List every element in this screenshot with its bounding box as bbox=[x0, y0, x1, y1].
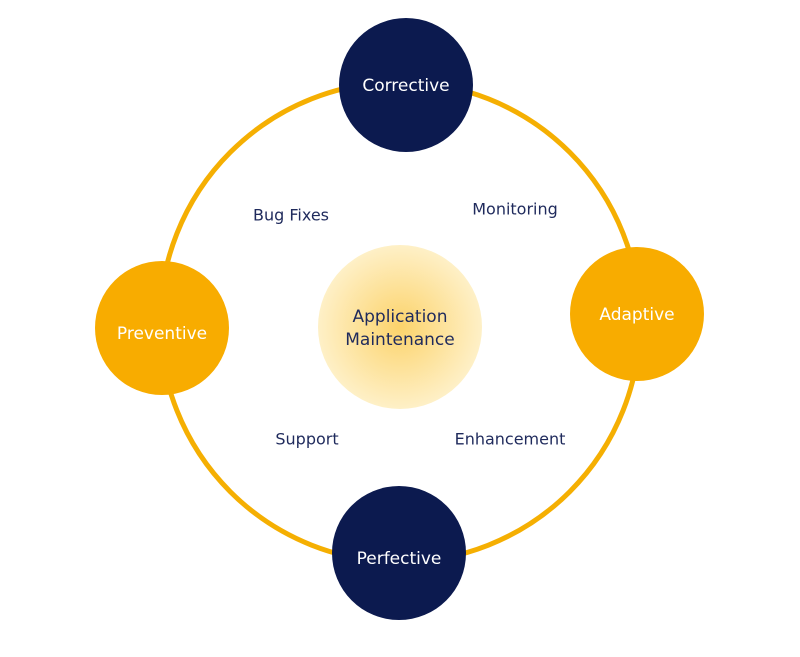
center-circle bbox=[318, 245, 482, 409]
center-title-line2: Maintenance bbox=[345, 330, 454, 350]
bug-fixes-label: Bug Fixes bbox=[253, 206, 329, 225]
perfective-node: Perfective bbox=[332, 486, 466, 620]
center-node: Application Maintenance bbox=[318, 245, 482, 409]
perfective-label: Perfective bbox=[357, 549, 442, 569]
corrective-label: Corrective bbox=[362, 76, 449, 96]
preventive-label: Preventive bbox=[117, 324, 207, 344]
corrective-circle bbox=[339, 18, 473, 152]
preventive-circle bbox=[95, 261, 229, 395]
support-label: Support bbox=[275, 430, 338, 449]
enhancement-label: Enhancement bbox=[455, 430, 566, 449]
center-title-line1: Application bbox=[353, 307, 448, 327]
adaptive-label: Adaptive bbox=[599, 305, 674, 325]
perfective-circle bbox=[332, 486, 466, 620]
adaptive-circle bbox=[570, 247, 704, 381]
monitoring-label: Monitoring bbox=[472, 200, 558, 219]
preventive-node: Preventive bbox=[95, 261, 229, 395]
corrective-node: Corrective bbox=[339, 18, 473, 152]
adaptive-node: Adaptive bbox=[570, 247, 704, 381]
